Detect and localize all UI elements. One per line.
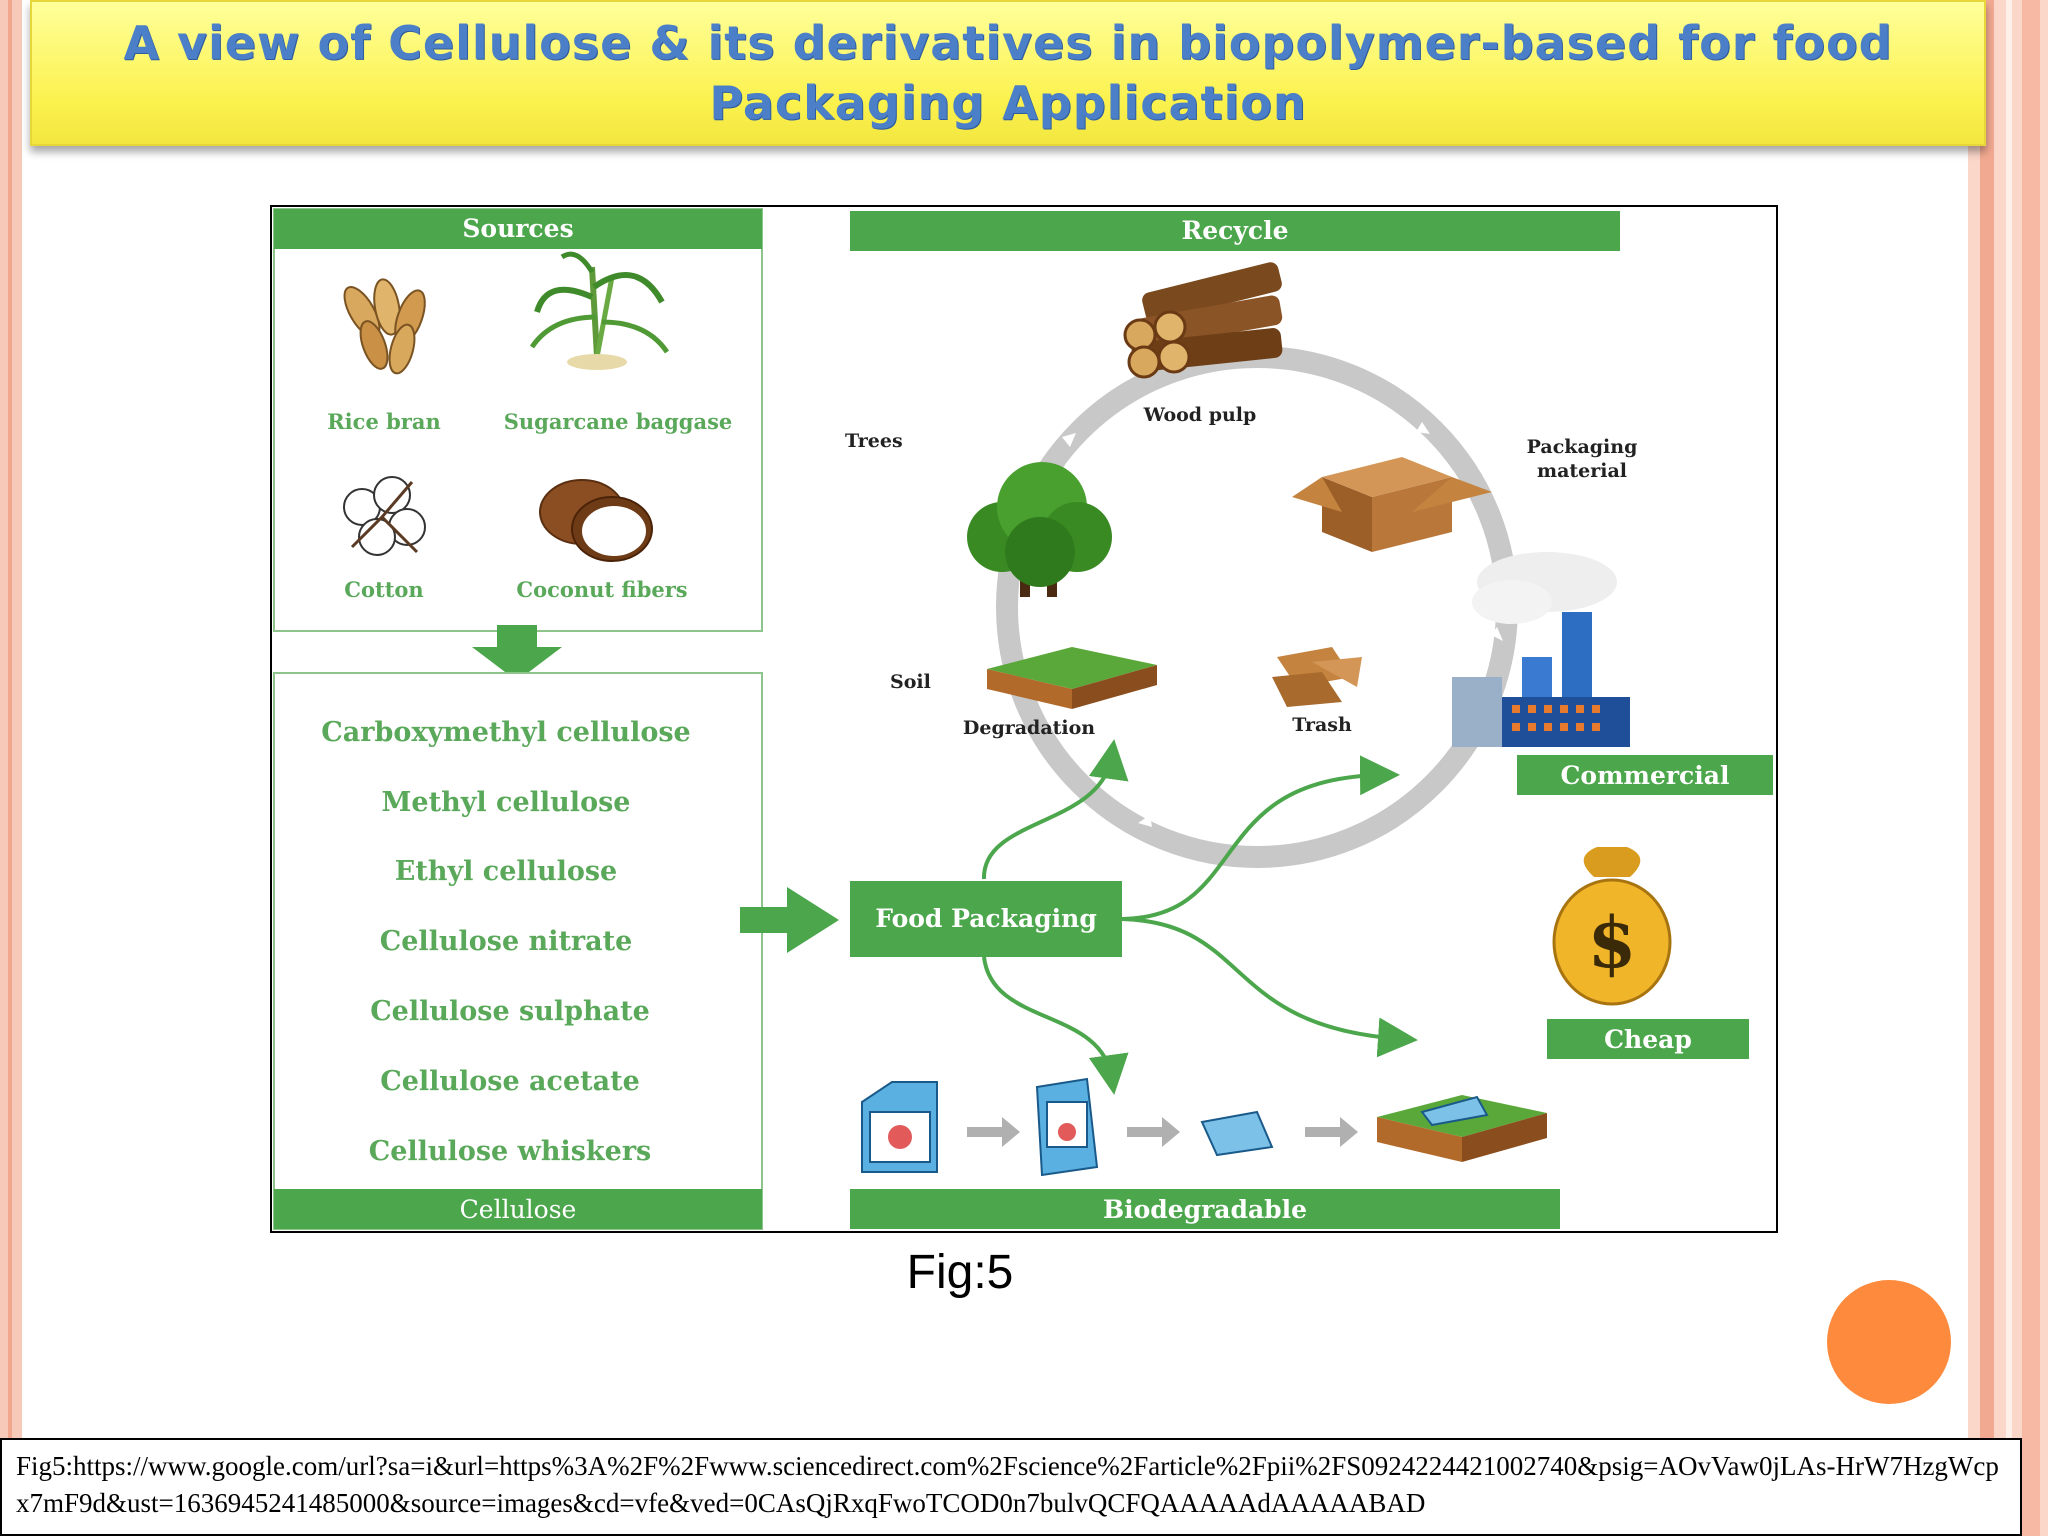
sources-header: Sources — [462, 214, 573, 243]
cheap-box — [1547, 1019, 1749, 1059]
diagram-canvas: Sources Rice bran Sugarcane baggase — [273, 208, 1773, 1230]
slide-title: A view of Cellulose & its derivatives in… — [123, 16, 1893, 130]
dollar-symbol: $ — [1588, 901, 1637, 984]
wood-logs-icon — [1123, 262, 1283, 379]
cycle-soil: Soil — [890, 671, 931, 693]
biodegradable-bar — [850, 1189, 1560, 1229]
right-arrow — [740, 887, 839, 953]
food-packaging-label: Food Packaging — [875, 904, 1097, 933]
cycle-degradation: Degradation — [963, 717, 1095, 739]
sequence-arrow — [1127, 1117, 1180, 1147]
biodegradable-label: Biodegradable — [1103, 1195, 1307, 1224]
trash-icon — [1272, 647, 1362, 707]
derivative-item: Cellulose whiskers — [369, 1136, 652, 1167]
cycle-packaging-line2: material — [1537, 460, 1627, 482]
derivative-item: Cellulose acetate — [380, 1066, 640, 1097]
decorative-circle — [1827, 1280, 1951, 1404]
derivative-item: Ethyl cellulose — [395, 856, 617, 887]
commercial-box — [1517, 755, 1773, 795]
food-packaging-box — [850, 881, 1122, 957]
sequence-arrow — [1305, 1117, 1358, 1147]
cotton-icon — [343, 476, 426, 556]
cycle-wood-pulp: Wood pulp — [1143, 404, 1257, 426]
cellulose-footer: Cellulose — [460, 1195, 577, 1224]
milk-carton-icon — [861, 1081, 938, 1173]
figure-caption: Fig:5 — [906, 1246, 1014, 1299]
derivatives-panel — [273, 672, 763, 1230]
sources-header-bar — [274, 209, 762, 249]
rice-bran-icon — [343, 278, 426, 375]
derivative-item: Cellulose nitrate — [380, 926, 633, 957]
cycle-trees: Trees — [845, 430, 903, 452]
degraded-soil-icon — [1377, 1095, 1547, 1162]
derivative-item: Methyl cellulose — [382, 787, 631, 818]
flattened-carton-icon — [1200, 1110, 1274, 1157]
source-rice-bran: Rice bran — [327, 409, 441, 434]
derivative-item: Carboxymethyl cellulose — [321, 717, 690, 748]
tree-icon — [967, 462, 1112, 597]
commercial-label: Commercial — [1561, 761, 1730, 790]
box-icon — [1292, 457, 1492, 552]
soil-icon — [987, 647, 1157, 709]
source-cotton: Cotton — [344, 577, 423, 602]
factory-icon — [1452, 552, 1630, 747]
sequence-arrow — [967, 1117, 1020, 1147]
source-citation: Fig5:https://www.google.com/url?sa=i&url… — [0, 1438, 2022, 1536]
cycle-trash: Trash — [1292, 714, 1352, 736]
left-border-stripe — [0, 0, 22, 1536]
source-coconut-fibers: Coconut fibers — [516, 577, 687, 602]
right-border-stripe — [1958, 0, 2048, 1536]
coconut-icon — [539, 479, 653, 562]
flow-arrows — [981, 739, 1418, 1095]
sugarcane-icon — [529, 251, 670, 370]
recycle-header: Recycle — [1181, 216, 1288, 245]
title-banner: A view of Cellulose & its derivatives in… — [30, 0, 1986, 146]
sources-panel — [273, 208, 763, 632]
cellulose-diagram: Sources Rice bran Sugarcane baggase — [270, 205, 1778, 1233]
down-arrow — [472, 625, 562, 681]
derivative-item: Cellulose sulphate — [370, 996, 650, 1027]
cellulose-footer-bar — [274, 1189, 762, 1229]
source-sugarcane-baggase: Sugarcane baggase — [504, 409, 733, 434]
recycle-header-bar — [850, 211, 1620, 251]
crushed-carton-icon — [1035, 1077, 1099, 1177]
money-bag-icon: $ — [1552, 847, 1672, 1006]
cycle-packaging-line1: Packaging — [1527, 436, 1638, 458]
recycle-ring — [996, 346, 1518, 868]
cheap-label: Cheap — [1604, 1025, 1692, 1054]
